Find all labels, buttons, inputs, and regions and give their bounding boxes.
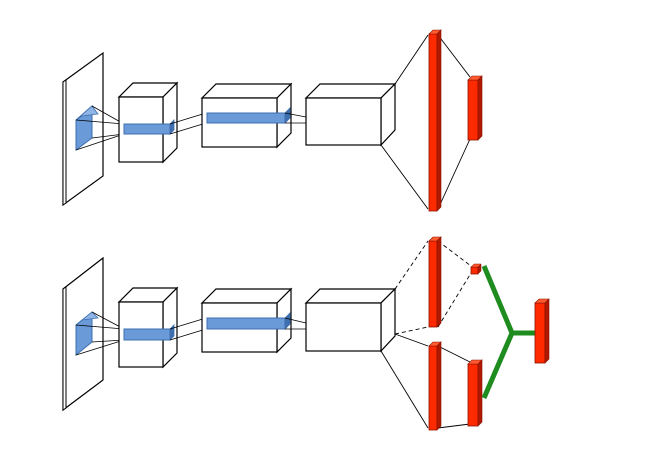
conv-block-1 <box>117 81 179 164</box>
fc-layer-2 <box>467 75 483 141</box>
fc-layer-lower-2 <box>467 359 483 427</box>
fc-layer-lower-1 <box>428 341 442 431</box>
output-layer <box>534 298 550 364</box>
projection-lines-3 <box>284 112 307 124</box>
input-kernel <box>75 104 99 151</box>
fc-connection-lines <box>380 34 471 210</box>
conv-block-3 <box>304 287 397 353</box>
fc-layer-upper-1 <box>428 236 442 328</box>
fc-layer-1 <box>428 29 442 212</box>
conv-block-3 <box>304 82 397 147</box>
dashed-connection-lines <box>394 240 472 335</box>
conv2-feature-bar <box>206 312 291 330</box>
projection-lines-1 <box>75 105 125 151</box>
conv-block-1 <box>117 286 179 369</box>
top-cnn-pipeline <box>62 29 483 212</box>
projection-lines-2 <box>169 112 207 135</box>
projection-lines-2 <box>169 317 207 341</box>
merge-connector <box>481 265 535 399</box>
solid-connection-lines <box>380 333 471 429</box>
conv2-feature-bar <box>206 107 291 124</box>
bottom-cnn-pipeline <box>62 236 550 431</box>
fc-layer-upper-2 <box>470 263 482 275</box>
projection-lines-3 <box>284 317 307 330</box>
